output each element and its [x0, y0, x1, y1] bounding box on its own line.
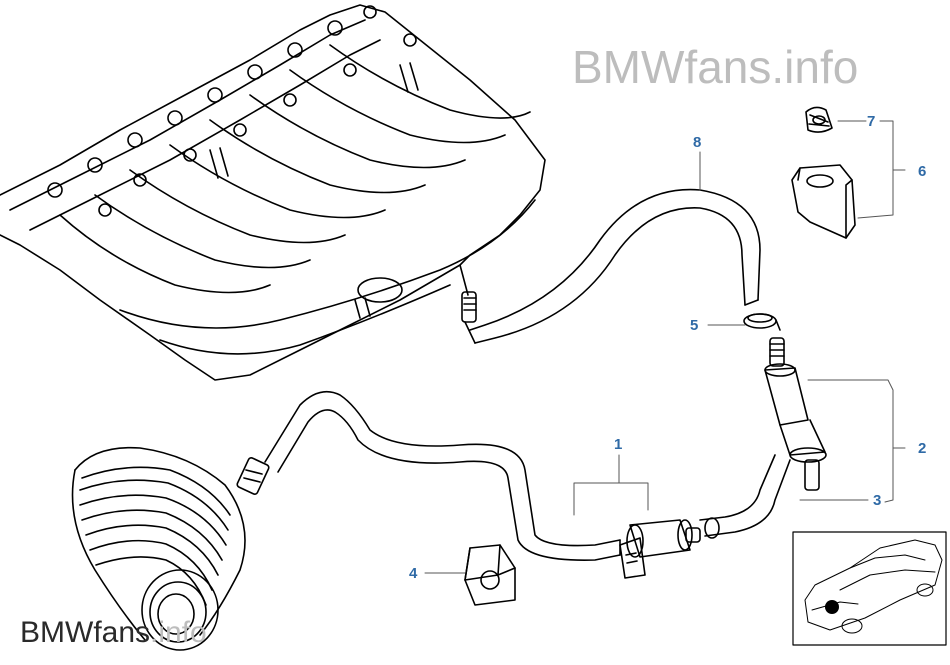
intake-manifold [0, 4, 546, 381]
watermark-bottom: BMWfans.info [20, 616, 207, 649]
vehicle-locator-inset [792, 531, 947, 646]
rubber-grommet-4 [464, 544, 516, 606]
solenoid-valve-1 [619, 519, 701, 579]
vacuum-hose-long [236, 390, 621, 561]
watermark-top: BMWfans.info [572, 41, 859, 93]
callout-2: 2 [918, 440, 927, 457]
callout-1: 1 [614, 436, 623, 453]
vacuum-hose-8 [464, 188, 761, 344]
vacuum-hose-lower [699, 454, 791, 539]
bracket-6 [791, 164, 856, 239]
callout-7: 7 [867, 113, 876, 130]
location-marker [825, 600, 839, 614]
callout-5: 5 [690, 317, 699, 334]
callout-3: 3 [873, 492, 882, 509]
vacuum-fitting-2 [764, 337, 827, 491]
callout-6: 6 [918, 163, 927, 180]
air-intake-boot [71, 446, 246, 651]
hose-clamp-5 [743, 313, 781, 331]
callout-4: 4 [409, 565, 418, 582]
callout-8: 8 [693, 134, 702, 151]
car-outline [804, 539, 943, 634]
clip-7 [805, 106, 833, 133]
leader-lines [424, 120, 906, 574]
